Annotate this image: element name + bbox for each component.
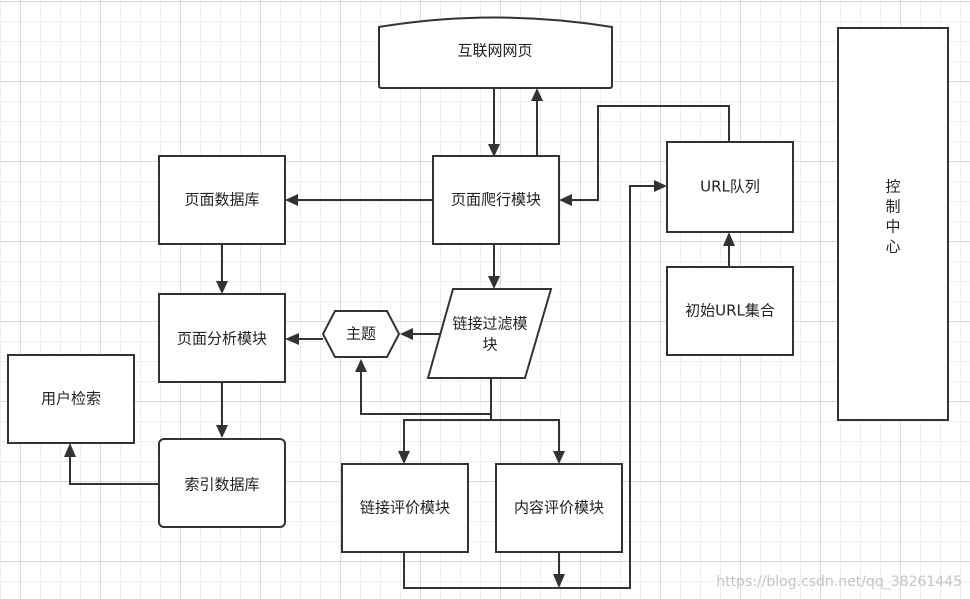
- node-topic: 主题: [321, 310, 401, 358]
- user-search-label: 用户检索: [41, 390, 101, 408]
- node-internet-webpages: 互联网网页: [378, 16, 613, 89]
- node-content-evaluation: 内容评价模块: [495, 463, 623, 553]
- arrowhead-into-filter: [488, 276, 500, 289]
- arrowhead-into-merge: [553, 574, 565, 588]
- node-page-database: 页面数据库: [158, 155, 286, 245]
- node-index-database: 索引数据库: [158, 438, 286, 528]
- control-center-char-2: 制: [885, 198, 900, 216]
- node-user-search: 用户检索: [7, 354, 135, 444]
- link-eval-label: 链接评价模块: [360, 499, 450, 517]
- watermark: https://blog.csdn.net/qq_38261445: [716, 574, 962, 590]
- edge-urlqueue-to-crawler: [571, 105, 730, 201]
- arrowhead-into-usersearch: [64, 443, 76, 457]
- node-url-queue: URL队列: [666, 141, 794, 233]
- node-seed-urls: 初始URL集合: [666, 266, 794, 356]
- content-eval-label: 内容评价模块: [514, 499, 604, 517]
- arrowhead-into-analysis: [216, 281, 228, 294]
- url-queue-label: URL队列: [700, 178, 760, 196]
- crawler-label: 页面爬行模块: [451, 191, 541, 209]
- arrowhead-into-linkeval: [398, 451, 410, 464]
- arrowhead-into-internet: [531, 88, 543, 101]
- arrowhead-into-crawler: [488, 144, 500, 157]
- page-analysis-label: 页面分析模块: [177, 330, 267, 348]
- edge-filter-to-evaluators: [403, 414, 560, 452]
- arrowhead-into-topic-bottom: [355, 359, 367, 372]
- edge-filter-loop-to-topic: [360, 371, 492, 415]
- edge-evaluators-to-urlqueue: [403, 185, 655, 589]
- arrowhead-into-analysis-right: [285, 333, 299, 345]
- edge-indexdb-to-usersearch: [69, 456, 159, 485]
- node-link-filter: 链接过滤模 块: [426, 288, 553, 379]
- arrowhead-into-topic: [400, 328, 413, 340]
- arrowhead-into-pagedb: [285, 194, 298, 206]
- control-center-char-1: 控: [885, 178, 900, 196]
- arrowhead-into-contenteval: [553, 451, 565, 464]
- link-filter-label-line1: 链接过滤模: [452, 315, 527, 333]
- index-db-label: 索引数据库: [184, 476, 259, 494]
- page-db-label: 页面数据库: [184, 191, 259, 209]
- node-page-crawler: 页面爬行模块: [432, 155, 560, 245]
- topic-label: 主题: [346, 325, 376, 343]
- node-control-center: 控 制 中 心: [837, 27, 949, 421]
- arrowhead-into-indexdb: [216, 425, 228, 438]
- seed-urls-label: 初始URL集合: [685, 302, 775, 320]
- edges: [64, 88, 735, 589]
- arrowhead-into-urlqueue-bottom: [723, 232, 735, 246]
- node-page-analysis: 页面分析模块: [158, 293, 286, 383]
- node-link-evaluation: 链接评价模块: [341, 463, 469, 553]
- arrowhead-into-urlqueue-left: [654, 180, 667, 192]
- control-center-char-3: 中: [885, 218, 900, 236]
- internet-label: 互联网网页: [457, 42, 532, 60]
- control-center-char-4: 心: [885, 238, 900, 256]
- arrowhead-into-crawler-right: [559, 194, 572, 206]
- link-filter-label-line2: 块: [482, 336, 497, 354]
